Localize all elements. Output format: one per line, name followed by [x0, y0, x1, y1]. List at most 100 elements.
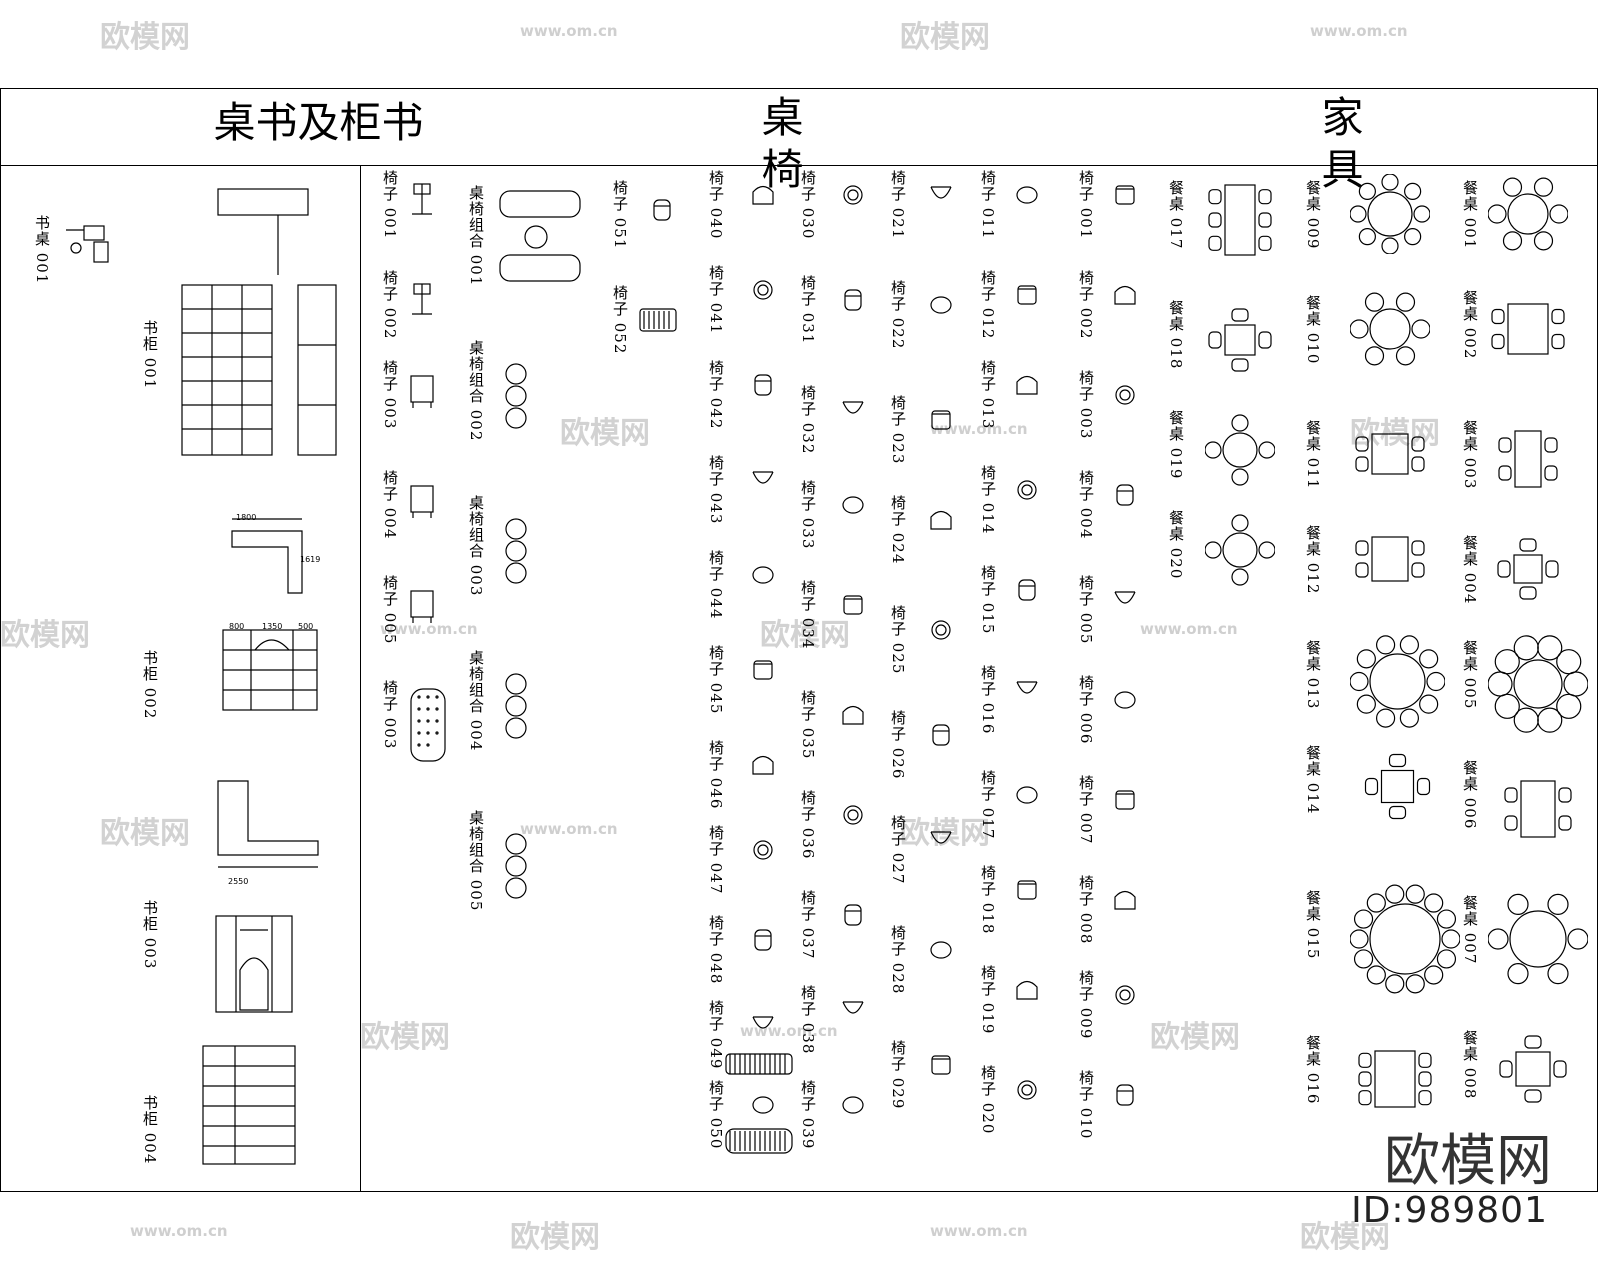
chair-016-icon: [1016, 681, 1038, 694]
chair-label: 椅子 003: [1077, 370, 1095, 440]
watermark-url: www.om.cn: [1310, 22, 1408, 40]
footer-id: ID:989801: [1351, 1190, 1548, 1231]
dining-table-019-icon: [1205, 414, 1275, 486]
watermark-logo: 欧模网: [0, 618, 90, 653]
chair-label: 椅子 038: [799, 985, 817, 1055]
watermark-logo: 欧模网: [1150, 1020, 1240, 1055]
chair-label: 椅子 010: [1077, 1070, 1095, 1140]
dining-table-label: 餐桌 013: [1304, 640, 1322, 710]
dining-table-009-icon: [1350, 174, 1430, 254]
table-chair-set-label: 桌椅组合 003: [467, 495, 485, 597]
chair-label: 椅子 050: [707, 1080, 725, 1150]
dining-table-label: 餐桌 018: [1167, 300, 1185, 370]
chair-label: 椅子 044: [707, 550, 725, 620]
dining-table-020-icon: [1205, 514, 1275, 586]
side-chair-icon: [412, 283, 432, 315]
watermark-url: www.om.cn: [520, 22, 618, 40]
chair-052-icon: [639, 308, 677, 332]
chair-032-icon: [842, 401, 864, 414]
bookcase-plan-icon: [217, 780, 319, 868]
chair-021-icon: [930, 186, 952, 199]
dining-table-008-icon: [1499, 1035, 1567, 1103]
dining-table-label: 餐桌 003: [1461, 420, 1479, 490]
watermark-logo: 欧模网: [510, 1220, 600, 1255]
chair-label: 椅子 033: [799, 480, 817, 550]
chair-013-icon: [1016, 375, 1038, 395]
chair-025-icon: [931, 620, 951, 640]
table-chair-set-005-icon: [505, 833, 527, 899]
table-chair-set-label: 桌椅组合 004: [467, 650, 485, 752]
dining-table-label: 餐桌 008: [1461, 1030, 1479, 1100]
chair-043-icon: [752, 471, 774, 484]
chair-label: 椅子 040: [707, 170, 725, 240]
footer-brand: 欧模网: [1384, 1129, 1552, 1194]
side-chair-icon: [410, 375, 434, 408]
dining-table-014-icon: [1364, 753, 1431, 820]
chair-label: 椅子 016: [979, 665, 997, 735]
bookcase-004-icon: [202, 1045, 296, 1165]
chair-label: 椅子 030: [799, 170, 817, 240]
chair-048-icon: [754, 929, 772, 951]
watermark-logo: 欧模网: [100, 20, 190, 55]
bookcase-label: 书柜 003: [141, 900, 159, 970]
chair-label: 椅子 012: [979, 270, 997, 340]
dining-table-001-icon: [1488, 177, 1568, 251]
dining-table-label: 餐桌 006: [1461, 760, 1479, 830]
table-chair-set-003-icon: [505, 518, 527, 584]
dining-table-002-icon: [1491, 303, 1565, 355]
chair-012-icon: [1017, 285, 1037, 305]
dining-table-017-icon: [1208, 184, 1272, 256]
dining-table-018-icon: [1208, 308, 1272, 372]
dining-table-012-icon: [1355, 536, 1425, 582]
chair-014-icon: [1017, 480, 1037, 500]
bookcase-top-view-icon: [231, 518, 303, 594]
chair-031-icon: [844, 289, 862, 311]
dining-table-label: 餐桌 007: [1461, 895, 1479, 965]
chair-010-icon: [1116, 1084, 1134, 1106]
side-chair-icon: [412, 183, 432, 215]
table-chair-set-label: 桌椅组合 002: [467, 340, 485, 442]
side-chair-label: 椅子 003: [381, 360, 399, 430]
chair-037-icon: [844, 904, 862, 926]
watermark-logo: 欧模网: [760, 618, 850, 653]
chair-003-icon: [1115, 385, 1135, 405]
chair-047-icon: [753, 840, 773, 860]
chair-label: 椅子 001: [1077, 170, 1095, 240]
side-chair-icon: [410, 590, 434, 623]
chair-label: 椅子 045: [707, 645, 725, 715]
bench-050-icon: [725, 1128, 793, 1154]
chair-label: 椅子 019: [979, 965, 997, 1035]
chair-label: 椅子 005: [1077, 575, 1095, 645]
chair-label: 椅子 027: [889, 815, 907, 885]
chair-label: 椅子 043: [707, 455, 725, 525]
side-chair-label: 椅子 005: [381, 575, 399, 645]
chair-033-icon: [842, 496, 864, 514]
chair-024-icon: [930, 510, 952, 530]
chair-label: 椅子 031: [799, 275, 817, 345]
chair-label: 椅子 025: [889, 605, 907, 675]
dining-table-label: 餐桌 012: [1304, 525, 1322, 595]
chair-019-icon: [1016, 980, 1038, 1000]
chair-label: 椅子 052: [611, 285, 629, 355]
watermark-logo: 欧模网: [360, 1020, 450, 1055]
chair-015-icon: [1018, 579, 1036, 601]
dining-table-label: 餐桌 019: [1167, 410, 1185, 480]
chair-label: 椅子 047: [707, 825, 725, 895]
title-tables-chairs: 桌椅: [755, 95, 804, 199]
table-chair-set-004-icon: [505, 673, 527, 739]
table-chair-set-label: 桌椅组合 005: [467, 810, 485, 912]
chair-028-icon: [930, 941, 952, 959]
bookcase-label: 书柜 001: [141, 320, 159, 390]
watermark-logo: 欧模网: [900, 816, 990, 851]
dining-table-004-icon: [1497, 538, 1559, 600]
dining-table-label: 餐桌 020: [1167, 510, 1185, 580]
desk-label: 书桌 001: [33, 215, 51, 285]
chair-022-icon: [930, 296, 952, 314]
dimension-text: 1800: [236, 513, 257, 522]
dining-table-label: 餐桌 014: [1304, 745, 1322, 815]
watermark-url: www.om.cn: [930, 420, 1028, 438]
chair-label: 椅子 002: [1077, 270, 1095, 340]
chair-label: 椅子 042: [707, 360, 725, 430]
section-divider: [360, 165, 361, 1192]
side-chair-icon: [410, 688, 446, 762]
